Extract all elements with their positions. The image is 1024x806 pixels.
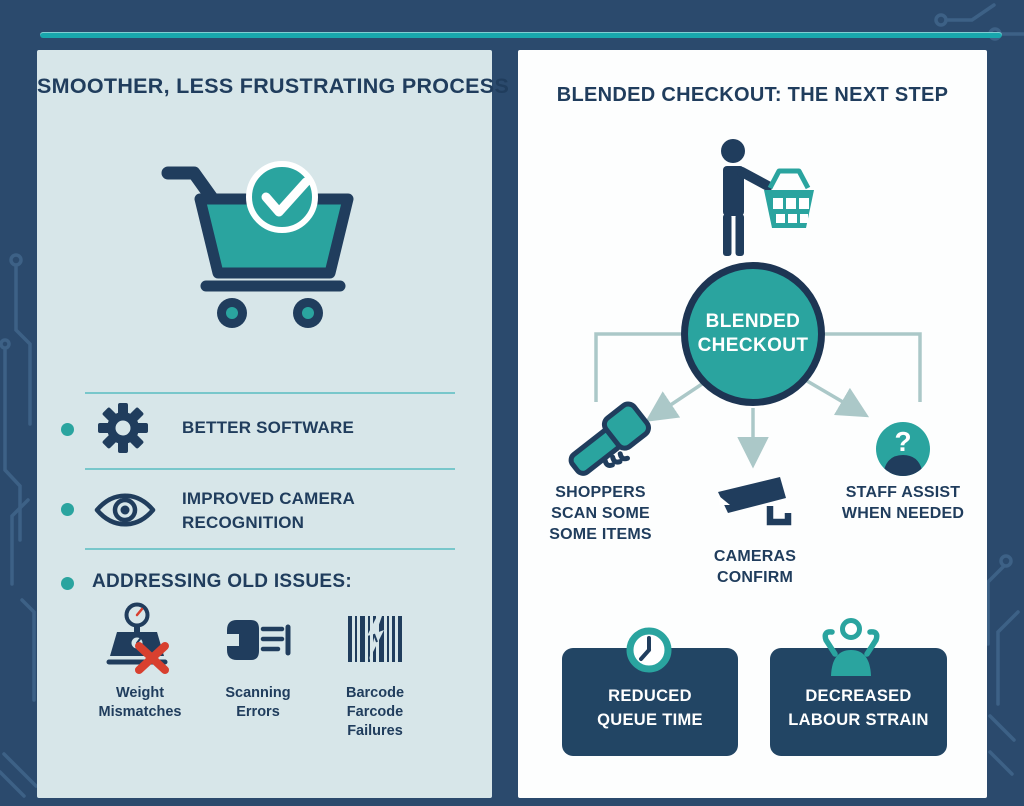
scale-mismatch-icon: [106, 602, 169, 674]
blended-checkout-hub: BLENDED CHECKOUT: [681, 262, 825, 406]
staff-question-icon: ?: [876, 422, 930, 476]
divider: [85, 548, 455, 550]
bullet-dot: [61, 423, 74, 436]
feature-label-better-software: BETTER SOFTWARE: [182, 418, 355, 437]
person-basket-icon: [721, 139, 814, 256]
bullet-dot: [61, 577, 74, 590]
branch-label-shoppers: SHOPPERS SCAN SOME SOME ITEMS: [549, 484, 652, 543]
issue-label-weight: Weight Mismatches: [98, 685, 182, 720]
scanner-icon: [227, 620, 291, 660]
branch-label-staff: STAFF ASSIST WHEN NEEDED: [841, 484, 965, 522]
eye-icon: [94, 493, 156, 527]
bullet-dot: [61, 503, 74, 516]
issues-heading: ADDRESSING OLD ISSUES:: [92, 571, 352, 592]
cart-check-icon: [161, 161, 354, 328]
teal-accent-rule: [40, 32, 1002, 38]
left-panel-title: SMOOTHER, LESS FRUSTRATING PROCESS: [37, 74, 510, 98]
flow-connectors: [594, 332, 922, 469]
left-panel-smoother-process: SMOOTHER, LESS FRUSTRATING PROCESS: [37, 50, 510, 798]
branch-label-cameras: CAMERAS CONFIRM: [713, 548, 797, 586]
clock-icon: [626, 627, 672, 673]
divider: [85, 468, 455, 470]
handheld-scanner-icon: [568, 401, 651, 476]
issue-label-barcode: Barcode Farcode Failures: [345, 685, 405, 739]
divider: [85, 392, 455, 394]
barcode-icon: [348, 616, 402, 662]
gear-icon: [98, 403, 148, 453]
feature-label-camera-recognition: IMPROVED CAMERA RECOGNITION: [182, 489, 356, 532]
right-panel-title: BLENDED CHECKOUT: THE NEXT STEP: [556, 84, 949, 106]
right-panel-blended-checkout: BLENDED CHECKOUT: THE NEXT STEP: [518, 50, 987, 798]
issue-label-scanning: Scanning Errors: [225, 685, 291, 720]
cctv-camera-icon: [718, 477, 792, 526]
raised-arms-icon: [822, 618, 880, 676]
svg-text:?: ?: [894, 426, 911, 457]
